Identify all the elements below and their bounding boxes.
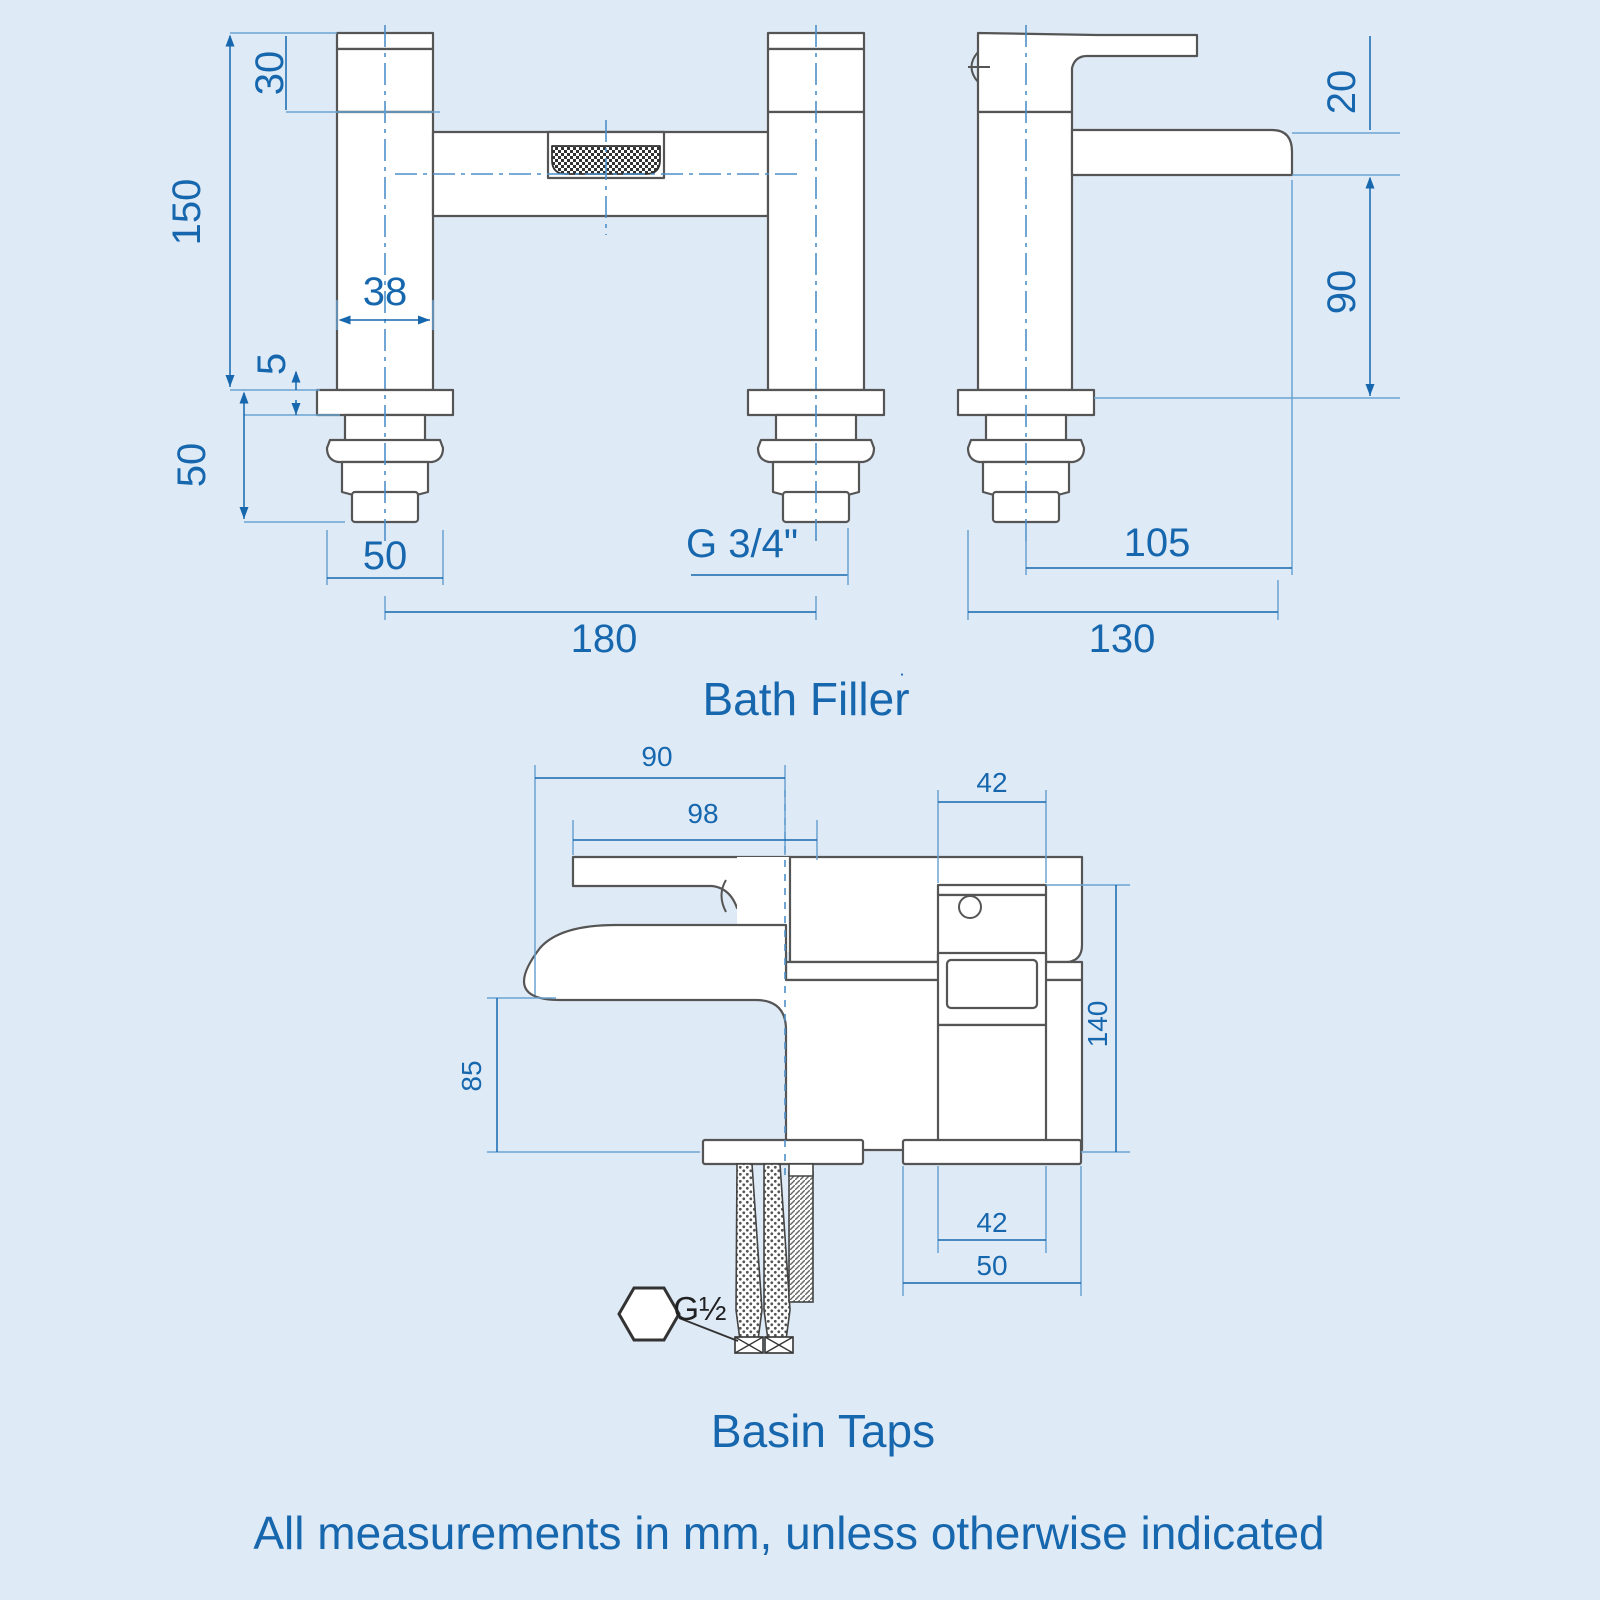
dimension-labels-bf-front: 150 30 5 50 38 50 G 3/4" 180 [165,51,798,661]
dim-label-130: 130 [1089,617,1156,661]
threaded-stud [788,1171,814,1303]
dim-label-50-bottom: 50 [976,1250,1007,1281]
side-column [936,1023,1048,1147]
dim-label-g34: G 3/4" [686,522,798,566]
basin-tap-side-view [901,883,1083,1166]
dim-label-30: 30 [248,51,292,96]
side-spout-outlet [945,958,1039,1010]
dimension-lines-bf-side [967,36,1400,620]
hex-leader-line [678,1317,739,1342]
bath-filler-title: Bath Filler [702,673,909,725]
dimension-labels-basin-front: 90 98 85 [456,741,719,1092]
index-hole-icon [958,895,982,919]
dim-label-150: 150 [165,179,209,246]
dim-label-42-top: 42 [976,767,1007,798]
side-body [976,110,1074,392]
dim-label-38: 38 [363,270,408,314]
dim-label-90b: 90 [641,741,672,772]
side-head-cap [936,883,1048,897]
thread-label-g-half: G½ [673,1290,726,1327]
dim-label-85: 85 [456,1060,487,1091]
hex-fitting-icon [617,1286,681,1342]
dim-label-98: 98 [687,798,718,829]
dimension-labels-basin-side: 42 140 42 50 [976,767,1113,1281]
dimension-labels-bf-side: 20 90 105 130 [1089,70,1364,661]
basin-taps-title: Basin Taps [711,1405,935,1457]
bath-filler-side-view [956,31,1294,524]
measurement-footnote: All measurements in mm, unless otherwise… [253,1507,1324,1559]
dimension-lines-basin-front [487,765,818,1153]
dimension-lines-basin-side [902,790,1130,1296]
basin-tap-hoses: G½ [617,1163,814,1354]
dim-label-5: 5 [250,353,294,375]
dim-label-50-base: 50 [363,534,408,578]
dim-label-180: 180 [571,617,638,661]
hose-fittings [734,1336,794,1354]
side-baseplate [901,1138,1083,1166]
dim-label-50-vertical: 50 [170,443,214,488]
bath-filler-title-mark: ˙ [899,670,906,695]
basin-pivot-arc-icon [720,879,727,913]
dimension-lines-bf-front [225,32,849,620]
dim-label-90: 90 [1320,270,1364,315]
dim-label-42-bottom: 42 [976,1207,1007,1238]
dim-label-20: 20 [1320,70,1364,115]
dim-label-105: 105 [1124,521,1191,565]
dim-label-140: 140 [1082,1001,1113,1048]
stud-nut [788,1163,814,1177]
basin-baseplate [701,1138,865,1166]
side-spout [1070,128,1294,177]
